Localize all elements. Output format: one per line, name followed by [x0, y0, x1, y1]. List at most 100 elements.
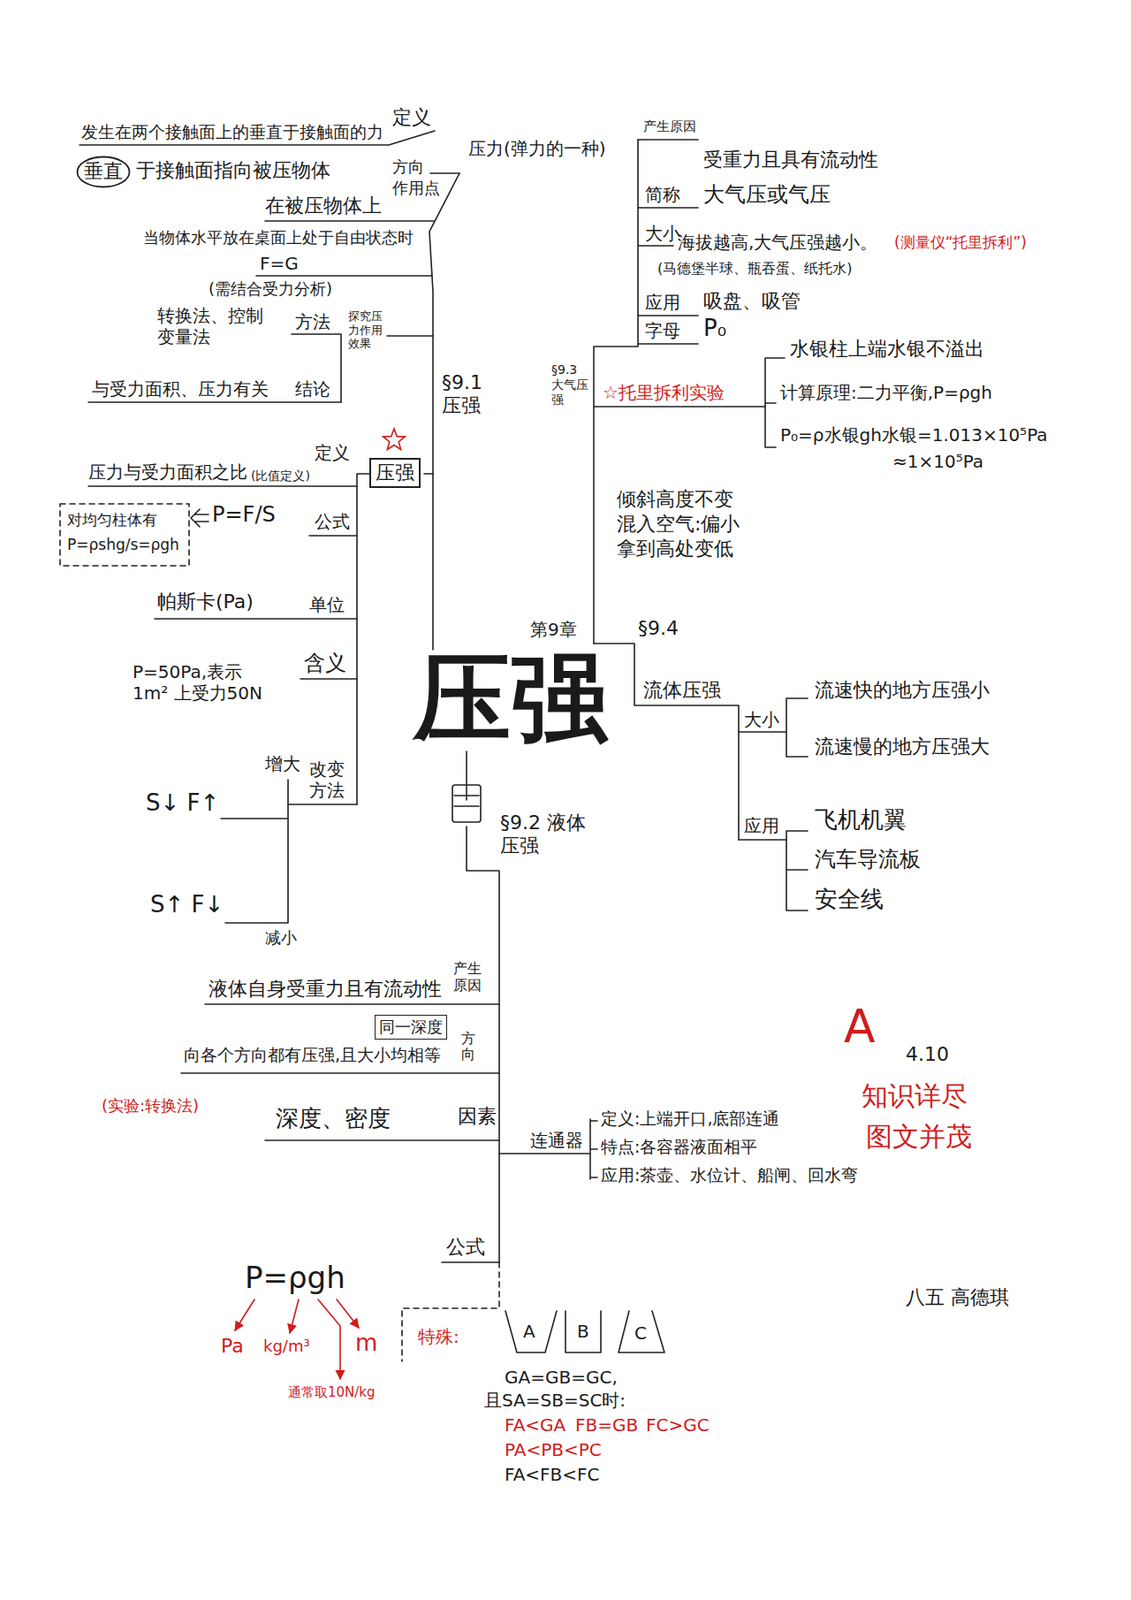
label-slot: 对均匀柱体有	[67, 510, 158, 529]
label-slot: 流速快的地方压强小	[814, 678, 990, 702]
label-slot: 方法	[295, 311, 331, 333]
label-slot: 当物体水平放在桌面上处于自由状态时	[143, 227, 414, 248]
beaker	[452, 784, 481, 822]
beaker-stick	[465, 751, 468, 800]
label-slot: 定义	[392, 106, 432, 130]
note-text: 转换法、控制变量法	[157, 304, 269, 348]
bracket-line	[225, 779, 289, 923]
label-slot: (比值定义)	[250, 468, 311, 484]
note-text: 流速慢的地方压强大	[814, 735, 990, 759]
note-text: 海拔越高,大气压强越小。	[677, 231, 878, 253]
label-slot: P=50Pa,表示1m² 上受力50N	[132, 660, 274, 704]
note-text: 拿到高处变低	[616, 537, 734, 561]
note-text: 字母	[645, 319, 681, 342]
label-slot: 安全线	[814, 885, 884, 913]
label-slot: 应用	[743, 814, 780, 836]
label-slot: 简称	[645, 183, 681, 205]
unit-arrow	[318, 1298, 341, 1379]
title-slot: 压强	[413, 649, 608, 747]
label-slot: 流速慢的地方压强大	[814, 735, 990, 759]
note-text: 方向	[461, 1030, 476, 1062]
red-note: FA<GA	[504, 1413, 566, 1435]
label-slot: Pa	[220, 1334, 244, 1358]
note-text: 且SA=SB=SC时:	[484, 1389, 626, 1411]
label-slot: 方向	[392, 157, 425, 177]
node-text: 压强	[375, 461, 415, 485]
note-text: 简称	[645, 183, 681, 205]
label-slot: A	[523, 1320, 536, 1342]
note-text: C	[634, 1321, 647, 1344]
note-text: (马德堡半球、瓶吞蛋、纸托水)	[657, 259, 852, 277]
note-text: 压力与受力面积之比	[88, 461, 248, 483]
note-text: 定义:上端开口,底部连通	[600, 1108, 780, 1129]
branch-line	[424, 472, 433, 475]
label-slot: §9.1 压强	[441, 371, 495, 418]
note-text: 应用:茶壶、水位计、船闸、回水弯	[600, 1164, 858, 1185]
label-slot: 八五 高德琪	[905, 1285, 1010, 1309]
label-slot: GA=GB=GC,	[504, 1366, 618, 1388]
branch-line	[637, 206, 699, 209]
label-slot: C	[634, 1321, 647, 1344]
note-text: ≈1×10⁵Pa	[892, 450, 984, 472]
branch-line	[593, 643, 739, 840]
label-slot: ≈1×10⁵Pa	[892, 450, 984, 472]
label-slot: FC>GC	[645, 1413, 710, 1435]
label-slot: 方向	[461, 1030, 476, 1062]
note-text: 汽车导流板	[814, 846, 921, 873]
label-slot: PA<PB<PC	[504, 1438, 602, 1460]
note-text: 方法	[295, 311, 331, 333]
note-text: 结论	[295, 378, 331, 400]
label-slot: (实验:转换法)	[101, 1095, 199, 1116]
label-slot: 受重力且具有流动性	[703, 148, 879, 172]
label-slot: (测量仪“托里拆利”)	[894, 233, 1027, 251]
boxed-term: 同一深度	[374, 1014, 448, 1040]
label-slot: 探究压力作用效果	[348, 309, 384, 351]
note-text: 定义	[314, 441, 350, 464]
label-slot: 产生原因	[643, 118, 697, 135]
label-slot: (马德堡半球、瓶吞蛋、纸托水)	[657, 259, 852, 277]
note-text: 倾斜高度不变	[616, 487, 734, 511]
branch-line	[356, 473, 370, 805]
label-slot: 改变方法	[309, 758, 349, 801]
boxed-term: 压强	[369, 457, 421, 488]
note-text: 作用点	[392, 178, 441, 198]
note-text: §9.1 压强	[441, 371, 495, 418]
note-text: A	[523, 1320, 536, 1342]
note-text: 大小	[743, 708, 780, 730]
label-slot: m	[355, 1328, 378, 1357]
label-slot: 4.10	[905, 1042, 949, 1066]
label-slot: 特点:各容器液面相平	[600, 1136, 758, 1157]
branch-line	[738, 731, 787, 840]
note-text: 定义	[392, 106, 432, 130]
branch-line	[220, 817, 289, 820]
label-slot: P=F/S	[212, 501, 276, 528]
label-slot: kg/m³	[263, 1335, 311, 1356]
note-text: (需结合受力分析)	[208, 279, 333, 299]
label-slot: 减小	[265, 927, 297, 948]
label-slot: ☆托里拆利实验	[602, 381, 725, 403]
label-slot: P₀=ρ水银gh水银=1.013×10⁵Pa	[780, 424, 1048, 446]
label-slot: 特殊:	[417, 1325, 460, 1347]
red-note: (测量仪“托里拆利”)	[894, 233, 1027, 251]
label-slot: 连通器	[530, 1129, 584, 1151]
red-note: PA<PB<PC	[504, 1438, 602, 1460]
label-slot: 拿到高处变低	[616, 537, 734, 561]
circled-term: 垂直	[75, 155, 131, 188]
bracket-line	[786, 698, 808, 757]
branch-line	[154, 617, 357, 620]
note-text: 对均匀柱体有	[67, 510, 158, 529]
label-slot: 水银柱上端水银不溢出	[789, 337, 985, 361]
beaker-marks	[454, 795, 479, 806]
label-slot: B	[576, 1320, 590, 1342]
label-slot: 且SA=SB=SC时:	[484, 1389, 626, 1411]
note-text: 因素	[457, 1104, 497, 1128]
red-note: A	[843, 998, 876, 1054]
container-a	[505, 1310, 557, 1352]
note-text: 安全线	[814, 885, 884, 913]
red-note: (实验:转换法)	[101, 1095, 199, 1116]
label-slot: 知识详尽	[861, 1079, 968, 1112]
label-slot: 大小	[743, 708, 780, 730]
branch-line	[288, 803, 357, 805]
label-slot: 于接触面指向被压物体	[136, 159, 331, 183]
note-text: 液体自身受重力且有流动性	[208, 977, 442, 1001]
